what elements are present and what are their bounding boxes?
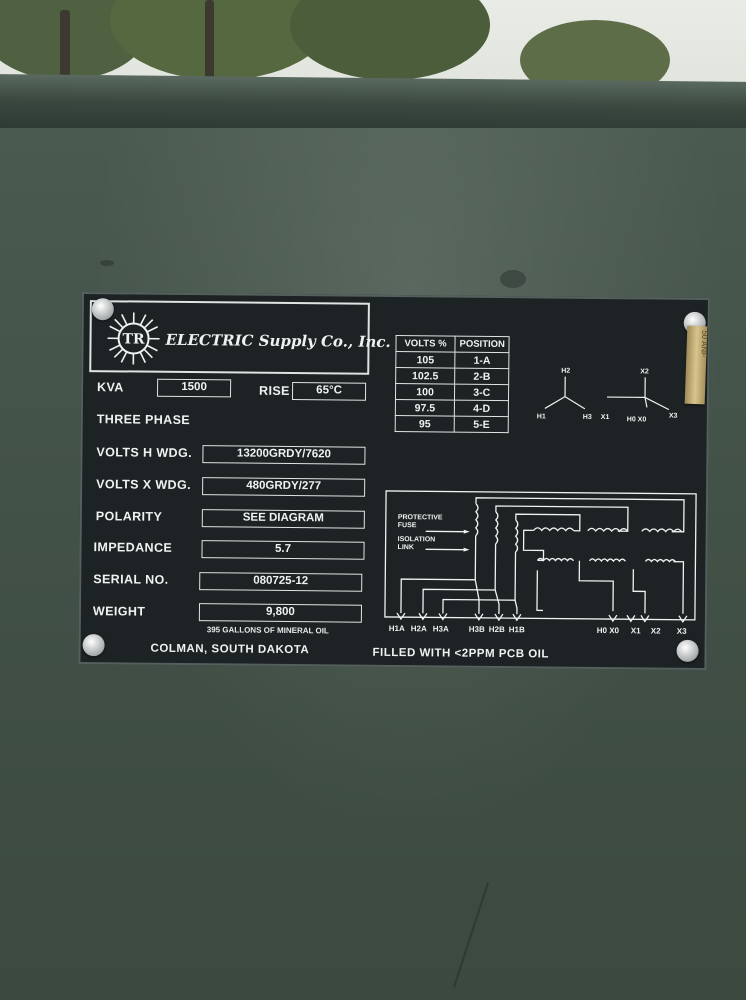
- three-phase-label: THREE PHASE: [96, 412, 191, 428]
- brass-tag-text: 50 ANF: [699, 330, 710, 358]
- tap-position-cell: 3-C: [454, 384, 510, 401]
- wiring-schematic: PROTECTIVE FUSE ISOLATION LINK H1A H2A H…: [384, 490, 697, 636]
- terminal-label-h0x0: H0 X0: [597, 626, 620, 635]
- schematic-label-fuse: FUSE: [398, 522, 417, 529]
- vector-label-x3: X3: [669, 413, 678, 420]
- schematic-label-protective: PROTECTIVE: [398, 514, 443, 521]
- table-header-row: VOLTS % POSITION: [395, 335, 510, 353]
- vector-label-h2: H2: [561, 368, 570, 375]
- tap-position-cell: 5-E: [454, 416, 509, 433]
- plate-screw-icon: [676, 639, 699, 662]
- tap-volts-cell: 105: [395, 351, 455, 369]
- vector-label-h1: H1: [537, 413, 546, 420]
- tap-volts-cell: 95: [395, 415, 455, 433]
- manufacturer-location: COLMAN, SOUTH DAKOTA: [150, 642, 310, 657]
- kva-value: 1500: [156, 378, 232, 398]
- table-row: 95 5-E: [395, 415, 509, 433]
- polarity-label: POLARITY: [95, 509, 163, 524]
- terminal-label-h1b: H1B: [509, 625, 525, 634]
- tree-trunk: [205, 0, 214, 90]
- polarity-value: SEE DIAGRAM: [201, 509, 365, 529]
- manufacturer-logo-box: TR ELECTRIC Supply Co., Inc.: [89, 300, 391, 375]
- terminal-label-x3: X3: [677, 627, 687, 636]
- terminal-label-x2: X2: [651, 626, 661, 635]
- tank-scuff: [100, 260, 114, 266]
- table-row: 105 1-A: [395, 351, 510, 369]
- volts-h-value: 13200GRDY/7620: [202, 445, 366, 465]
- volts-x-value: 480GRDY/277: [202, 477, 366, 497]
- serial-label: SERIAL NO.: [93, 572, 169, 587]
- serial-value: 080725-12: [199, 572, 363, 592]
- vector-label-h0x0: H0 X0: [627, 416, 647, 423]
- kva-label: KVA: [97, 380, 124, 395]
- table-row: 97.5 4-D: [395, 399, 509, 417]
- tap-volts-cell: 102.5: [395, 367, 455, 385]
- tap-position-cell: 1-A: [454, 352, 510, 369]
- table-row: 100 3-C: [395, 383, 510, 401]
- tap-volts-cell: 100: [395, 383, 455, 401]
- transformer-nameplate: TR ELECTRIC Supply Co., Inc. KVA 1500 RI…: [78, 292, 710, 671]
- plate-screw-icon: [91, 298, 114, 321]
- terminal-label-h3a: H3A: [433, 624, 449, 633]
- winding-vector-diagram: H2 H1 H3 X2 X1 H0 X0 X3: [537, 368, 678, 424]
- table-row: 102.5 2-B: [395, 367, 510, 385]
- pcb-oil-note: FILLED WITH <2PPM PCB OIL: [372, 646, 549, 661]
- table-header-position: POSITION: [454, 336, 510, 353]
- schematic-label-isolation: ISOLATION: [398, 536, 436, 543]
- impedance-value: 5.7: [201, 540, 365, 560]
- weight-value: 9,800: [198, 603, 363, 623]
- tree-trunk: [60, 10, 70, 90]
- oil-capacity-note: 395 GALLONS OF MINERAL OIL: [206, 625, 329, 636]
- terminal-label-h1a: H1A: [389, 624, 405, 633]
- manufacturer-name: ELECTRIC Supply Co., Inc.: [165, 330, 391, 351]
- tap-position-cell: 4-D: [454, 400, 509, 417]
- tap-position-cell: 2-B: [454, 368, 510, 385]
- terminal-label-h2b: H2B: [489, 625, 505, 634]
- rise-value: 65°C: [291, 382, 367, 401]
- terminal-label-h2a: H2A: [411, 624, 427, 633]
- terminal-label-x1: X1: [631, 626, 641, 635]
- rise-label: RISE: [258, 383, 290, 398]
- vector-label-x2: X2: [640, 368, 649, 375]
- terminal-label-h3b: H3B: [469, 625, 485, 634]
- svg-text:TR: TR: [122, 331, 145, 347]
- schematic-label-link: LINK: [398, 544, 414, 551]
- vector-label-h3: H3: [583, 414, 592, 421]
- volts-x-label: VOLTS X WDG.: [96, 477, 192, 493]
- vector-label-x1: X1: [601, 414, 610, 421]
- tap-volts-cell: 97.5: [395, 399, 455, 417]
- brass-tag: 50 ANF: [684, 325, 710, 405]
- sunburst-logo-icon: TR: [107, 312, 160, 365]
- table-header-volts: VOLTS %: [395, 335, 456, 353]
- weight-label: WEIGHT: [92, 604, 146, 619]
- volts-h-label: VOLTS H WDG.: [96, 445, 193, 461]
- tap-position-table: VOLTS % POSITION 105 1-A 102.5 2-B 100 3…: [395, 335, 510, 433]
- tank-scuff: [500, 270, 526, 288]
- impedance-label: IMPEDANCE: [93, 540, 173, 555]
- plate-screw-icon: [82, 634, 105, 657]
